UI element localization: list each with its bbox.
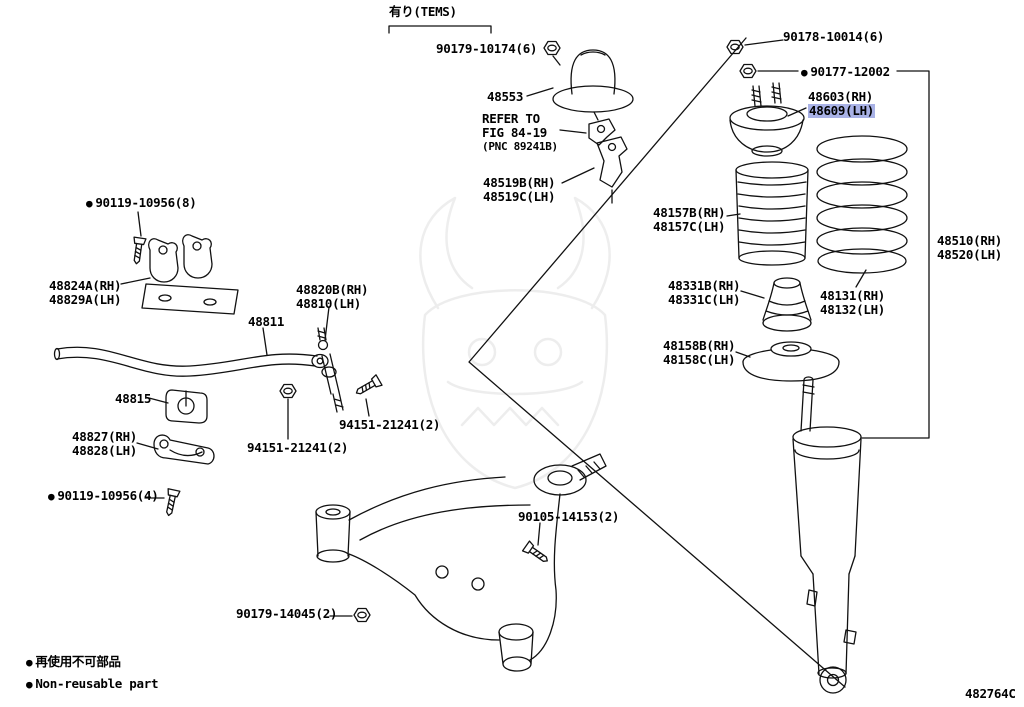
assembly-bracket-48510-48520 (861, 70, 930, 439)
part-number: 90119-10956(4) (57, 488, 159, 503)
non-reusable-bullet: ● (26, 678, 33, 691)
refer-line2: FIG 84-19 (482, 125, 548, 140)
part-label-90179-10174[interactable]: 90179-10174(6) (436, 41, 538, 56)
part-label-48824[interactable]: 48824A(RH) 48829A(LH) (49, 278, 122, 307)
diagram-code: 482764C (965, 686, 1016, 701)
part-number: 90119-10956(8) (95, 195, 197, 210)
note-refer-to-fig: REFER TO FIG 84-19 (PNC 89241B) (482, 112, 558, 154)
part-number: 48810(LH) (296, 296, 362, 311)
alignment-lines (468, 37, 846, 688)
stabilizer-brackets-48824 (141, 234, 239, 315)
part-number: 48828(LH) (72, 443, 138, 458)
part-number: 48519B(RH) (483, 175, 556, 190)
part-number: 48603(RH) (808, 89, 874, 104)
part-label-90179-14045[interactable]: 90179-14045(2) (236, 606, 338, 621)
part-number: 48829A(LH) (49, 292, 122, 307)
legend-text-jp: 再使用不可部品 (35, 654, 121, 669)
coil-spring-48131 (816, 135, 908, 274)
part-number: 48158B(RH) (663, 338, 736, 353)
lower-control-arm (315, 453, 607, 672)
part-label-90119-10956-8[interactable]: ●90119-10956(8) (86, 196, 197, 211)
part-number: 48158C(LH) (663, 352, 736, 367)
legend-non-reusable-en: ●Non-reusable part (26, 677, 158, 692)
bushing-48815 (165, 389, 208, 424)
part-label-94151-21241-b[interactable]: 94151-21241(2) (247, 440, 349, 455)
note-tems: 有り(TEMS) (389, 4, 457, 19)
leader-lines (120, 39, 867, 617)
part-number: 48331B(RH) (668, 278, 741, 293)
part-label-48331[interactable]: 48331B(RH) 48331C(LH) (668, 278, 741, 307)
part-label-48553[interactable]: 48553 (487, 89, 524, 104)
part-number: 48827(RH) (72, 429, 138, 444)
non-reusable-bullet: ● (86, 197, 93, 210)
stabilizer-link-48820 (317, 327, 344, 413)
part-label-48157[interactable]: 48157B(RH) 48157C(LH) (653, 205, 726, 234)
part-number: 48820B(RH) (296, 282, 369, 297)
part-label-48827[interactable]: 48827(RH) 48828(LH) (72, 430, 137, 458)
part-number: 90177-12002 (810, 64, 890, 79)
shock-absorber-48510 (792, 376, 862, 694)
stabilizer-bar-48811 (53, 346, 329, 377)
part-label-90119-10956-4[interactable]: ●90119-10956(4) (48, 489, 159, 504)
refer-line3: (PNC 89241B) (482, 140, 558, 153)
part-label-48519[interactable]: 48519B(RH) 48519C(LH) (483, 175, 556, 204)
tems-bracket (388, 25, 492, 34)
part-label-48820-48810[interactable]: 48820B(RH) 48810(LH) (296, 282, 369, 311)
watermark (419, 196, 611, 490)
part-number: 48510(RH) (937, 233, 1003, 248)
part-number: 48520(LH) (937, 247, 1003, 262)
selected-part-48609: 48609(LH) (808, 103, 876, 118)
refer-line1: REFER TO (482, 111, 540, 126)
clamp-89241b (588, 118, 616, 146)
bracket-48827 (153, 434, 215, 465)
spring-seat-48158 (742, 341, 840, 382)
part-label-48131[interactable]: 48131(RH) 48132(LH) (820, 289, 885, 317)
part-label-48603-48609[interactable]: 48603(RH) 48609(LH) (808, 89, 876, 118)
part-label-90105-14153[interactable]: 90105-14153(2) (518, 509, 620, 524)
part-number: 48824A(RH) (49, 278, 122, 293)
bump-stop-48331 (762, 277, 812, 332)
strut-support-48603 (729, 82, 805, 157)
part-number: 48131(RH) (820, 288, 886, 303)
non-reusable-bullet: ● (26, 656, 33, 669)
part-label-48811[interactable]: 48811 (248, 314, 285, 329)
upper-cap-48553 (552, 49, 634, 113)
part-label-90177-12002[interactable]: ●90177-12002 (801, 65, 890, 80)
part-number: 48331C(LH) (668, 292, 741, 307)
legend-non-reusable-jp: ●再使用不可部品 (26, 655, 121, 670)
bracket-48519 (596, 136, 628, 188)
part-number: 48132(LH) (820, 302, 886, 317)
part-number: 48157B(RH) (653, 205, 726, 220)
part-number: 48157C(LH) (653, 219, 726, 234)
part-label-94151-21241-a[interactable]: 94151-21241(2) (339, 417, 441, 432)
non-reusable-bullet: ● (801, 66, 808, 79)
dust-boot-48157 (735, 161, 809, 266)
part-label-90178-10014[interactable]: 90178-10014(6) (783, 29, 885, 44)
part-number: 48519C(LH) (483, 189, 556, 204)
legend-text-en: Non-reusable part (35, 676, 159, 691)
non-reusable-bullet: ● (48, 490, 55, 503)
part-label-48815[interactable]: 48815 (115, 391, 152, 406)
part-label-48510-48520[interactable]: 48510(RH) 48520(LH) (937, 234, 1002, 262)
part-label-48158[interactable]: 48158B(RH) 48158C(LH) (663, 338, 736, 367)
